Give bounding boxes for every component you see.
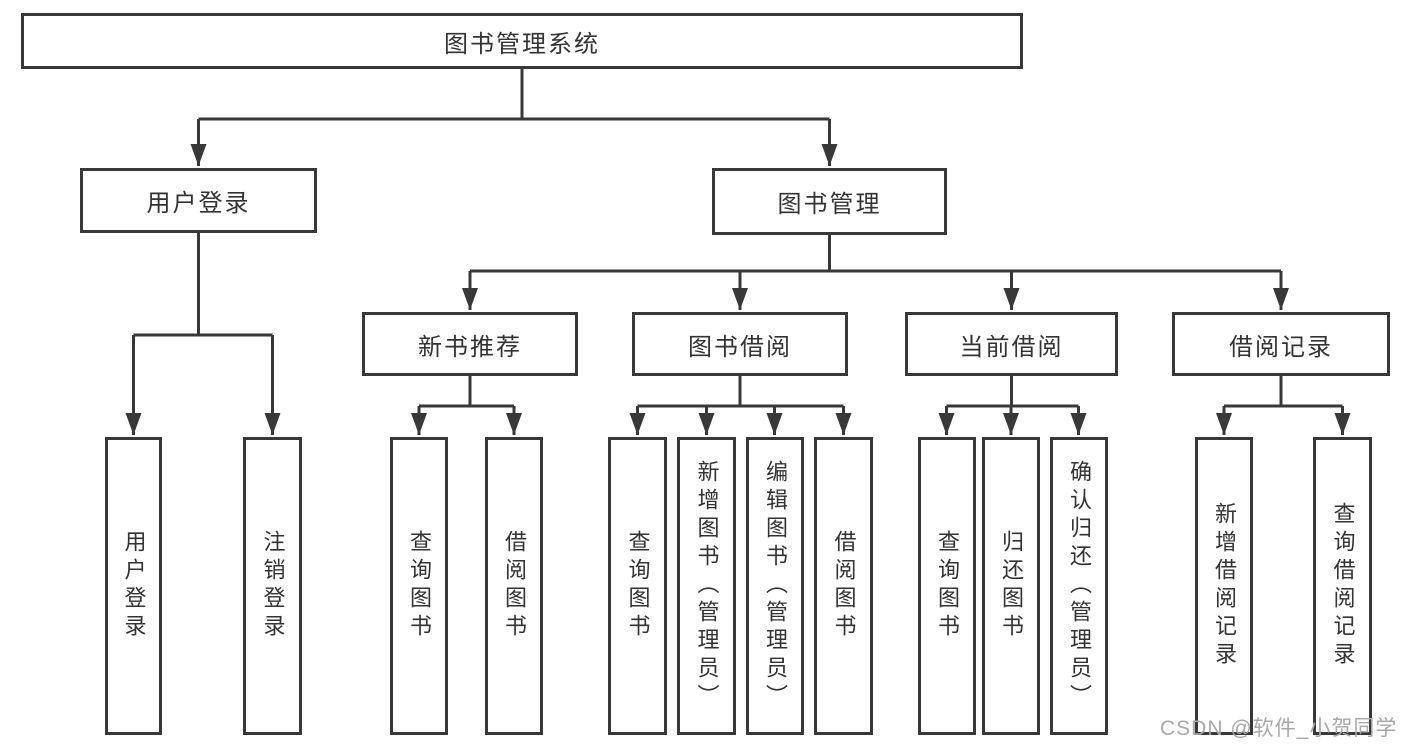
node-current-borrow: 当前借阅 xyxy=(905,312,1118,376)
leaf-add-book-admin-label: 新增图书（管理员） xyxy=(694,460,720,712)
leaf-borrow-book: 借阅图书 xyxy=(814,437,873,735)
leaf-borrow-book-recommend: 借阅图书 xyxy=(485,437,543,735)
leaf-confirm-return-admin: 确认归还（管理员） xyxy=(1050,437,1108,735)
leaf-logout-label: 注销登录 xyxy=(260,530,286,642)
connector-user-login-bus xyxy=(133,233,273,337)
connector-borrow-record-bus xyxy=(1224,376,1343,408)
connector-book-mgmt-bus xyxy=(470,235,1281,273)
node-user-login: 用户登录 xyxy=(80,168,317,233)
node-book-management: 图书管理 xyxy=(712,168,947,235)
leaf-edit-book-admin: 编辑图书（管理员） xyxy=(746,437,804,735)
leaf-user-login: 用户登录 xyxy=(105,437,162,735)
leaf-user-login-label: 用户登录 xyxy=(121,530,147,642)
node-book-borrow: 图书借阅 xyxy=(632,312,848,376)
leaf-query-book-borrow-label: 查询图书 xyxy=(625,530,651,642)
node-root: 图书管理系统 xyxy=(21,13,1023,69)
leaf-query-borrow-record: 查询借阅记录 xyxy=(1313,437,1372,735)
connector-new-book-bus xyxy=(419,376,514,408)
csdn-watermark: CSDN @软件_小贺同学 xyxy=(1160,717,1398,740)
leaf-query-book-recommend: 查询图书 xyxy=(390,437,448,735)
connector-current-borrow-bus xyxy=(946,376,1079,408)
leaf-query-book-borrow: 查询图书 xyxy=(608,437,667,735)
leaf-edit-book-admin-label: 编辑图书（管理员） xyxy=(763,460,788,712)
leaf-add-book-admin: 新增图书（管理员） xyxy=(677,437,736,735)
leaf-return-book: 归还图书 xyxy=(982,437,1040,735)
leaf-query-book-current: 查询图书 xyxy=(918,437,976,735)
leaf-query-borrow-record-label: 查询借阅记录 xyxy=(1330,502,1356,670)
node-borrow-record: 借阅记录 xyxy=(1172,312,1390,376)
leaf-add-borrow-record-label: 新增借阅记录 xyxy=(1212,502,1237,670)
leaf-confirm-return-admin-label: 确认归还（管理员） xyxy=(1067,460,1092,712)
leaf-borrow-book-recommend-label: 借阅图书 xyxy=(502,530,527,642)
leaf-query-book-recommend-label: 查询图书 xyxy=(407,530,432,642)
leaf-query-book-current-label: 查询图书 xyxy=(935,530,960,642)
leaf-borrow-book-label: 借阅图书 xyxy=(831,530,857,642)
connector-root-bus xyxy=(198,69,830,121)
node-new-book-recommend: 新书推荐 xyxy=(362,312,578,376)
leaf-logout: 注销登录 xyxy=(243,437,302,735)
leaf-return-book-label: 归还图书 xyxy=(999,530,1024,642)
connector-book-borrow-bus xyxy=(637,376,844,408)
leaf-add-borrow-record: 新增借阅记录 xyxy=(1195,437,1253,735)
